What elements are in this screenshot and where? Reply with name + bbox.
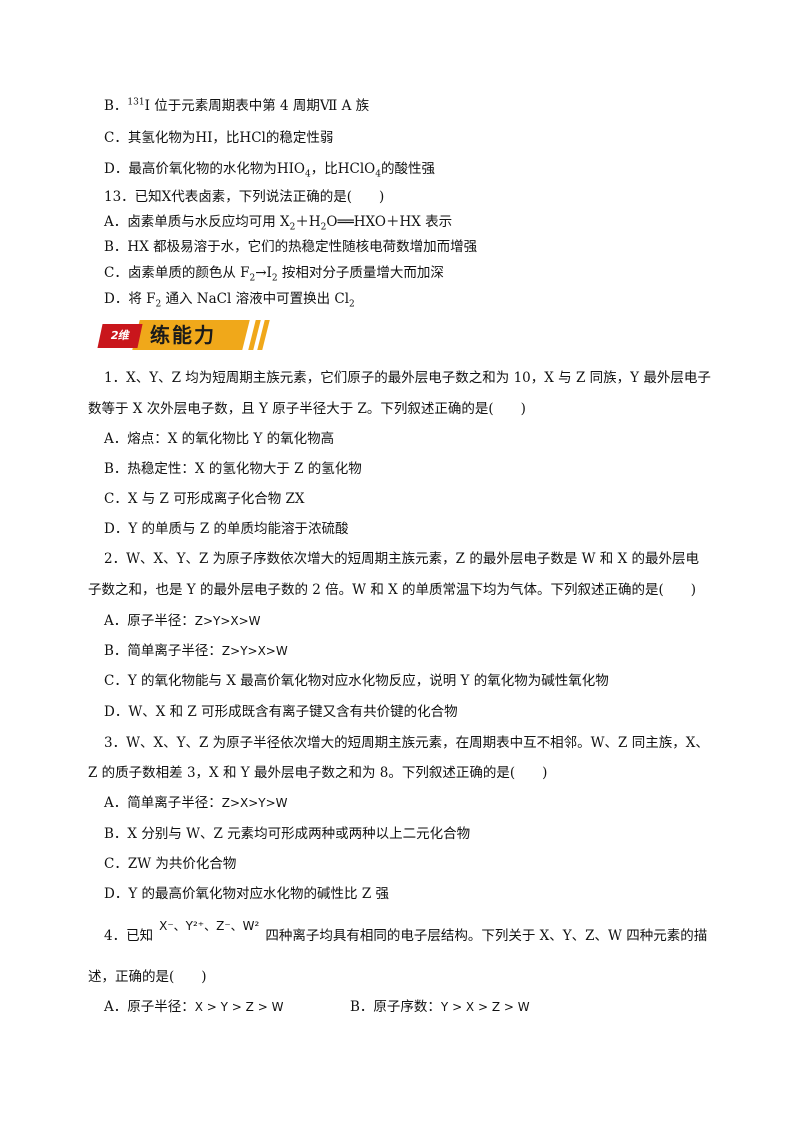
p2-stem-line2: 子数之和，也是 Y 的最外层电子数的 2 倍。W 和 X 的单质常温下均为气体。… — [88, 582, 697, 598]
q12-option-b: B．131I 位于元素周期表中第 4 周期Ⅶ A 族 — [104, 97, 370, 114]
p3-option-b: B．X 分别与 W、Z 元素均可形成两种或两种以上二元化合物 — [104, 826, 471, 842]
p3-stem-line2: Z 的质子数相差 3，X 和 Y 最外层电子数之和为 8。下列叙述正确的是( ) — [88, 765, 548, 781]
p4-stem-line2: 述，正确的是( ) — [88, 969, 207, 985]
p4-option-a: A．原子半径：X > Y > Z > W — [104, 999, 284, 1015]
p4-option-b: B．原子序数：Y > X > Z > W — [350, 999, 530, 1015]
p1-option-b: B．热稳定性：X 的氢化物大于 Z 的氢化物 — [104, 461, 362, 477]
q13-option-d: D．将 F2 通入 NaCl 溶液中可置换出 Cl2 — [104, 291, 355, 310]
banner-tag: 2维 — [97, 324, 143, 348]
section-banner: 2维 练能力 — [97, 318, 272, 352]
q13-option-b: B．HX 都极易溶于水，它们的热稳定性随核电荷数增加而增强 — [104, 239, 478, 255]
p2-stem-line1: 2．W、X、Y、Z 为原子序数依次增大的短周期主族元素，Z 的最外层电子数是 W… — [104, 551, 699, 567]
p3-option-a: A．简单离子半径：Z>X>Y>W — [104, 795, 288, 811]
p4-ions: X⁻、Y²⁺、Z⁻、W² — [159, 919, 260, 933]
p3-option-d: D．Y 的最高价氧化物对应水化物的碱性比 Z 强 — [104, 886, 389, 902]
p1-option-d: D．Y 的单质与 Z 的单质均能溶于浓硫酸 — [104, 521, 349, 537]
q13-option-c: C．卤素单质的颜色从 F2→I2 按相对分子质量增大而加深 — [104, 265, 444, 284]
p3-stem-line1: 3．W、X、Y、Z 为原子半径依次增大的短周期主族元素，在周期表中互不相邻。W、… — [104, 735, 709, 751]
p1-stem-line1: 1．X、Y、Z 均为短周期主族元素，它们原子的最外层电子数之和为 10，X 与 … — [104, 370, 711, 386]
p2-option-b: B．简单离子半径：Z>Y>X>W — [104, 643, 288, 659]
p1-option-a: A．熔点：X 的氧化物比 Y 的氧化物高 — [104, 431, 335, 447]
q13-option-a: A．卤素单质与水反应均可用 X2＋H2O══HXO＋HX 表示 — [104, 214, 453, 233]
banner-label: 练能力 — [150, 323, 216, 347]
p4-stem-line1: 4．已知X⁻、Y²⁺、Z⁻、W²四种离子均具有相同的电子层结构。下列关于 X、Y… — [104, 919, 708, 944]
p1-option-c: C．X 与 Z 可形成离子化合物 ZX — [104, 491, 305, 507]
p2-option-c: C．Y 的氧化物能与 X 最高价氧化物对应水化物反应，说明 Y 的氧化物为碱性氧… — [104, 673, 609, 689]
p3-option-c: C．ZW 为共价化合物 — [104, 856, 237, 872]
q12-option-c: C．其氢化物为HI，比HCl的稳定性弱 — [104, 130, 334, 146]
p2-option-d: D．W、X 和 Z 可形成既含有离子键又含有共价键的化合物 — [104, 704, 458, 720]
p1-stem-line2: 数等于 X 次外层电子数，且 Y 原子半径大于 Z。下列叙述正确的是( ) — [88, 401, 526, 417]
q12-option-d: D．最高价氧化物的水化物为HIO4，比HClO4的酸性强 — [104, 161, 435, 180]
p2-option-a: A．原子半径：Z>Y>X>W — [104, 613, 261, 629]
q13-stem: 13．已知X代表卤素，下列说法正确的是( ) — [104, 189, 385, 205]
